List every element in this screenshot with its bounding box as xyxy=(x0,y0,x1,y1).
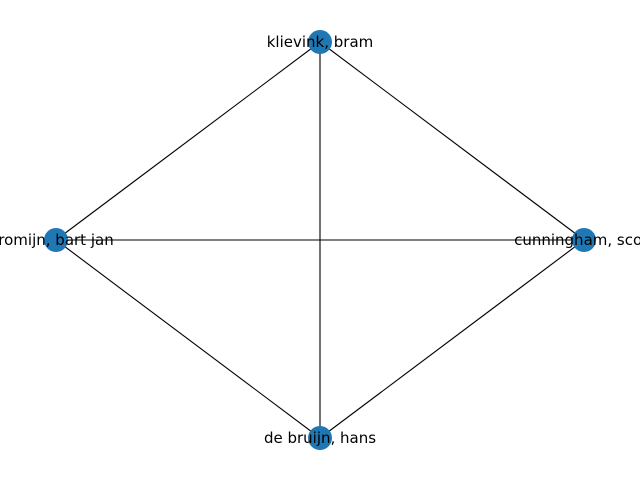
node-romijn xyxy=(44,228,68,252)
node-klievink xyxy=(308,30,332,54)
edge-cunningham-debruijn xyxy=(319,239,585,439)
node-layer xyxy=(44,30,596,450)
edge-romijn-debruijn xyxy=(55,239,321,439)
node-debruijn xyxy=(308,426,332,450)
edge-klievink-cunningham xyxy=(319,41,585,241)
node-label-klievink: klievink, bram xyxy=(267,33,374,51)
label-layer: klievink, bram romijn, bart jan cunningham… xyxy=(0,33,640,447)
edge-klievink-romijn xyxy=(55,41,321,241)
node-label-cunningham: cunningham, scott xyxy=(514,231,640,249)
node-label-debruijn: de bruijn, hans xyxy=(264,429,376,447)
edge-layer xyxy=(55,41,585,439)
node-label-romijn: romijn, bart jan xyxy=(0,231,114,249)
node-cunningham xyxy=(572,228,596,252)
